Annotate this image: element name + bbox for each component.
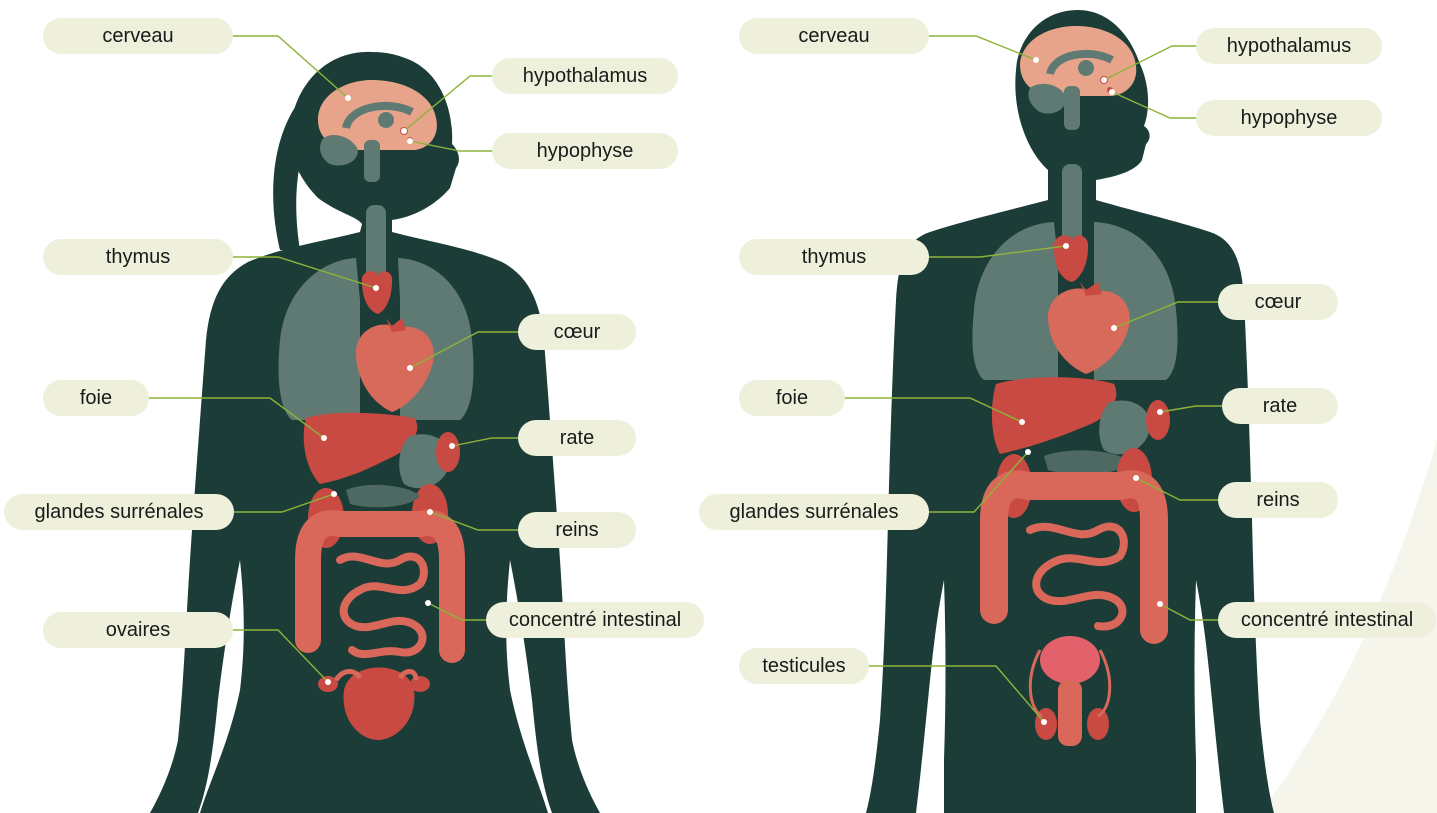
male-thalamus: [1078, 60, 1094, 76]
label-female-thymus: thymus: [43, 239, 233, 275]
female-spleen: [436, 432, 460, 472]
label-male-hypothalamus: hypothalamus: [1196, 28, 1382, 64]
label-male-testicules: testicules: [739, 648, 869, 684]
label-male-thymus: thymus: [739, 239, 929, 275]
label-female-surrenales: glandes surrénales: [4, 494, 234, 530]
male-spleen: [1146, 400, 1170, 440]
male-trachea: [1062, 164, 1082, 244]
male-brainstem: [1064, 86, 1080, 130]
female-ovary-left: [410, 676, 430, 692]
label-male-intestinal: concentré intestinal: [1218, 602, 1436, 638]
label-female-coeur: cœur: [518, 314, 636, 350]
label-male-coeur: cœur: [1218, 284, 1338, 320]
label-female-reins: reins: [518, 512, 636, 548]
female-thalamus: [378, 112, 394, 128]
label-female-hypothalamus: hypothalamus: [492, 58, 678, 94]
label-male-hypophyse: hypophyse: [1196, 100, 1382, 136]
female-brainstem: [364, 140, 380, 182]
label-female-ovaires: ovaires: [43, 612, 233, 648]
label-female-foie: foie: [43, 380, 149, 416]
label-male-surrenales: glandes surrénales: [699, 494, 929, 530]
male-bladder: [1040, 636, 1100, 684]
male-penis: [1058, 680, 1082, 746]
label-female-intestinal: concentré intestinal: [486, 602, 704, 638]
label-male-reins: reins: [1218, 482, 1338, 518]
label-male-foie: foie: [739, 380, 845, 416]
label-female-cerveau: cerveau: [43, 18, 233, 54]
label-female-hypophyse: hypophyse: [492, 133, 678, 169]
label-female-rate: rate: [518, 420, 636, 456]
label-male-cerveau: cerveau: [739, 18, 929, 54]
male-testicle-left: [1087, 708, 1109, 740]
label-male-rate: rate: [1222, 388, 1338, 424]
